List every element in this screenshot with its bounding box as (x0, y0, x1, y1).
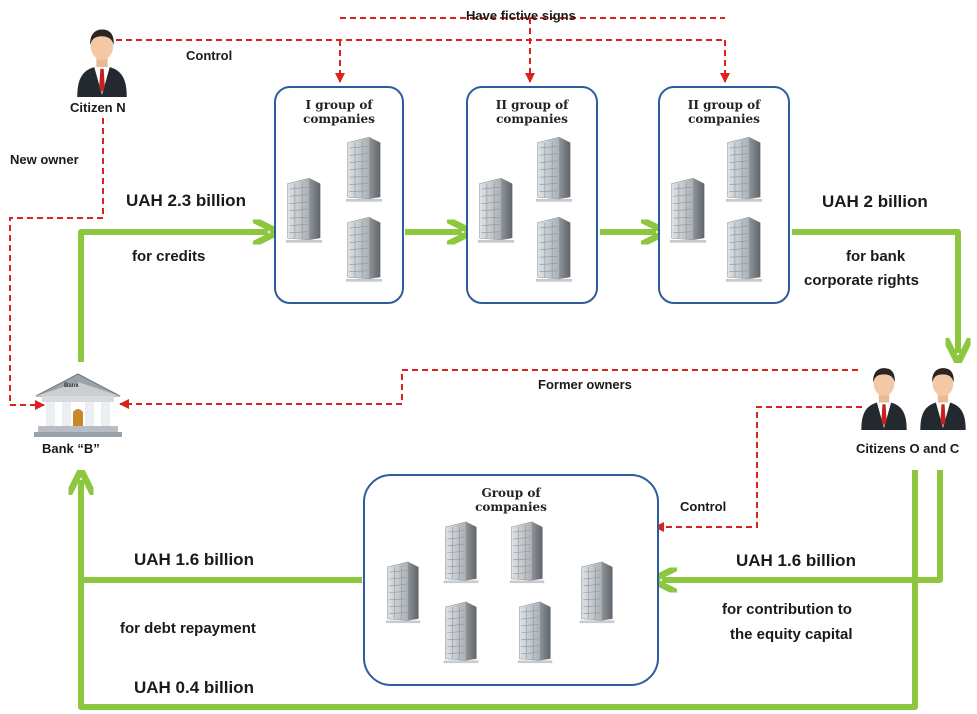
uah-2-billion-label: UAH 2 billion (822, 192, 928, 211)
company-group-2-box: II group of companies (466, 86, 598, 304)
citizen-o-person-icon (861, 368, 907, 430)
flow-bank-to-group1 (78, 232, 268, 362)
money-flow-arrows (78, 229, 958, 710)
citizen-c-person-icon (920, 368, 966, 430)
former-owners-label: Former owners (538, 377, 632, 392)
have-fictive-signs-label: Have fictive signs (466, 8, 576, 23)
former-owners-line (119, 369, 858, 409)
flow-citizens-to-bottom-group (662, 470, 943, 580)
control-flow-arrows (9, 17, 862, 532)
flow-citizens-to-bank-direct (78, 470, 918, 710)
uah-1-6-billion-left-label: UAH 1.6 billion (134, 550, 254, 569)
new-owner-label: New owner (10, 152, 79, 167)
company-group-2-title: II group of companies (495, 98, 569, 126)
company-group-3-title: II group of companies (687, 98, 761, 126)
uah-2-3-billion-label: UAH 2.3 billion (126, 191, 246, 210)
control-top-label: Control (186, 48, 233, 63)
for-debt-repayment-label: for debt repayment (120, 620, 256, 637)
corporate-rights-label: corporate rights (804, 272, 920, 289)
equity-capital-label: the equity capital (730, 626, 853, 643)
citizens-o-and-c-label: Citizens O and C (856, 441, 960, 456)
for-bank-label: for bank (846, 248, 906, 265)
bank-sign-label: Bank (64, 383, 79, 389)
for-contribution-label: for contribution to (722, 601, 852, 618)
company-group-3-box: II group of companies (658, 86, 790, 304)
bank-b-label: Bank “B” (42, 441, 100, 456)
new-owner-line (9, 118, 104, 410)
company-group-bottom-title: Group of companies (475, 486, 547, 514)
company-group-1-box: I group of companies (274, 86, 404, 304)
company-group-bottom-box: Group of companies (363, 474, 659, 686)
for-credits-label: for credits (132, 248, 206, 265)
flow-group3-to-citizens (792, 229, 958, 353)
uah-0-4-billion-label: UAH 0.4 billion (134, 678, 254, 697)
control-bottom-label: Control (680, 499, 727, 514)
bank-building-icon (34, 373, 122, 437)
company-group-1-title: I group of companies (303, 98, 375, 126)
citizen-n-label: Citizen N (70, 100, 126, 115)
uah-1-6-billion-right-label: UAH 1.6 billion (736, 551, 856, 570)
control-bottom-line (654, 406, 862, 532)
